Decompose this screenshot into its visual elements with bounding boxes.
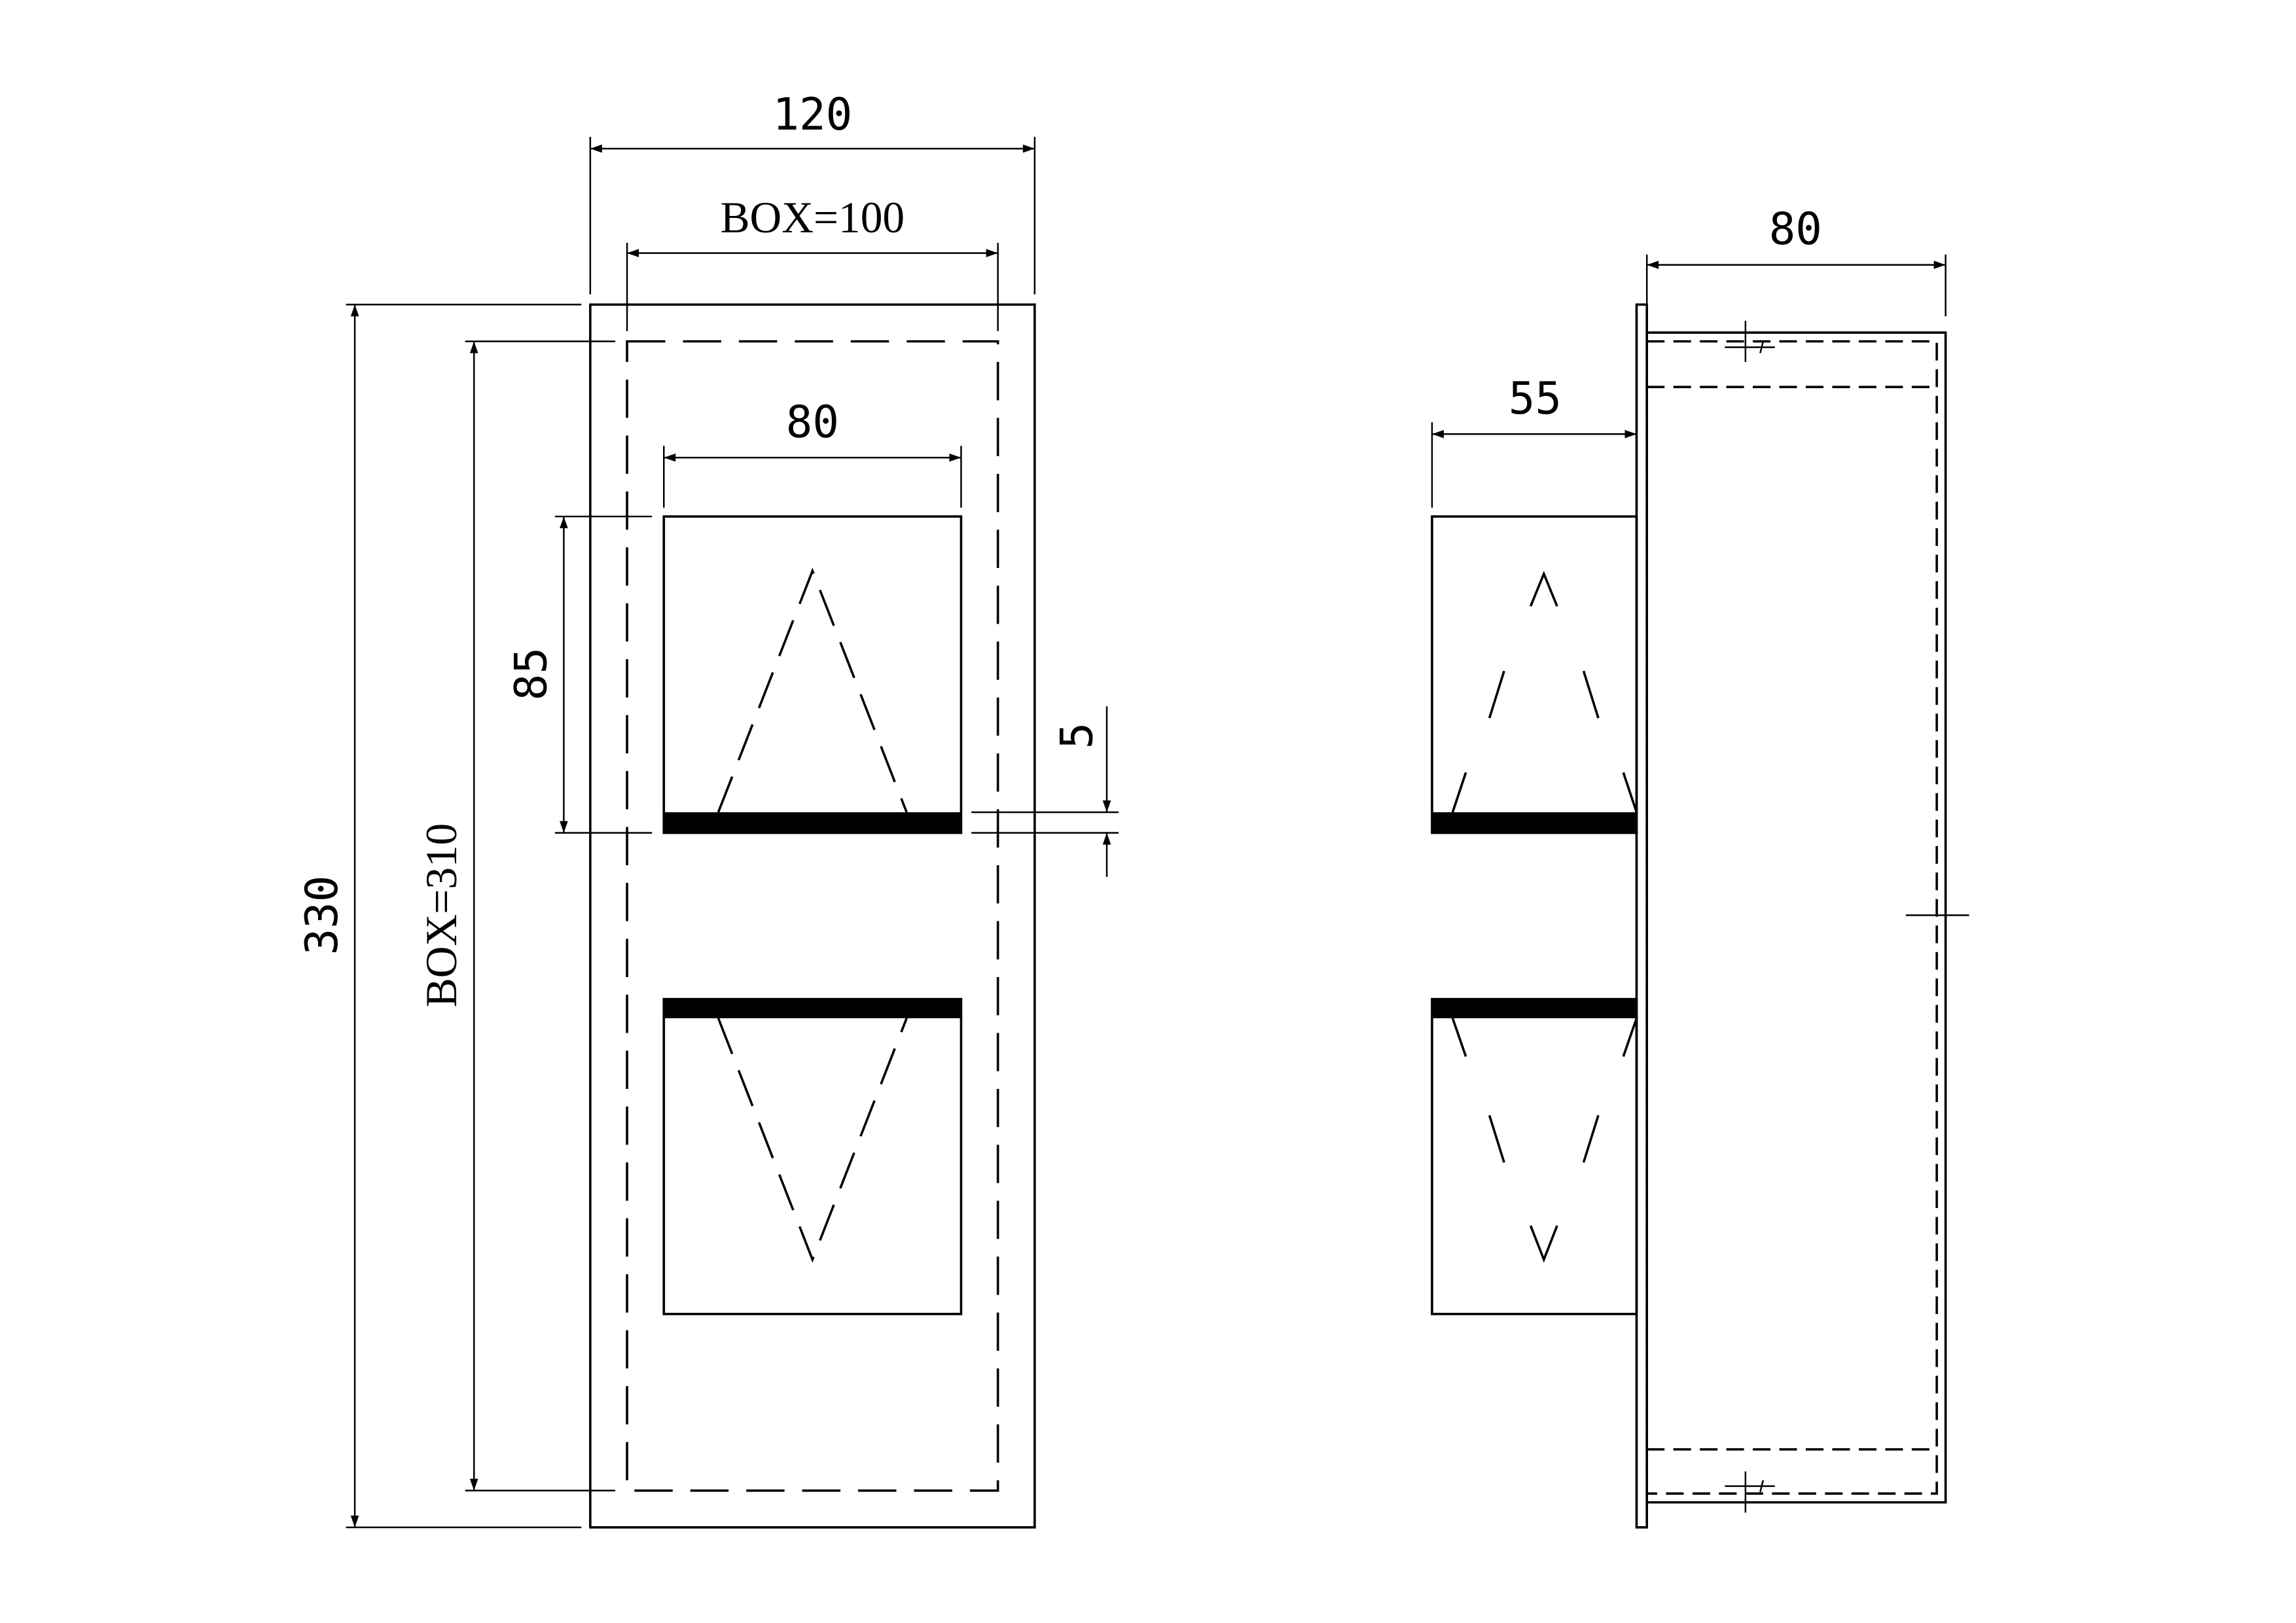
dimension-overall-height: 330: [296, 304, 582, 1529]
dimension-depth: 80: [1645, 203, 1946, 317]
dimension-overall-width: 120: [589, 88, 1036, 294]
side-view: 80 55: [1431, 203, 1969, 1529]
dim-label-330: 330: [296, 876, 348, 955]
dimension-button-height: 85: [505, 515, 653, 834]
dim-label-120: 120: [772, 88, 852, 140]
dimension-bar-thickness: 5: [971, 706, 1119, 878]
screw-top: [1725, 321, 1775, 363]
up-button-side: [1431, 515, 1638, 834]
hidden-box-inner: [1645, 340, 1938, 1495]
up-arrow-icon: [1451, 571, 1638, 813]
dim-label-55: 55: [1509, 372, 1562, 424]
hidden-box-outline: [626, 340, 999, 1492]
front-view: 120 BOX=100 80 85 5: [296, 88, 1119, 1529]
screw-bottom: [1725, 1471, 1775, 1513]
outer-plate: [589, 303, 1036, 1529]
dim-label-85: 85: [505, 647, 556, 700]
down-arrow-icon: [1451, 1018, 1638, 1263]
dim-label-box-310: BOX=310: [417, 823, 466, 1008]
box-body: [1647, 331, 1947, 1504]
down-button: [662, 997, 963, 1315]
up-arrow-icon: [717, 567, 908, 813]
dimension-button-width: 80: [663, 396, 962, 508]
dim-label-5: 5: [1051, 722, 1103, 749]
dim-label-box-100: BOX=100: [721, 193, 905, 242]
dim-label-side-80: 80: [1769, 203, 1822, 255]
dim-label-80: 80: [786, 396, 839, 448]
dimension-button-projection: 55: [1431, 372, 1637, 508]
dimension-box-height: BOX=310: [417, 340, 616, 1491]
down-button-side: [1431, 997, 1638, 1315]
dimension-box-width: BOX=100: [626, 193, 999, 331]
up-button: [662, 515, 963, 834]
down-arrow-icon: [717, 1018, 908, 1263]
face-plate: [1635, 303, 1649, 1529]
